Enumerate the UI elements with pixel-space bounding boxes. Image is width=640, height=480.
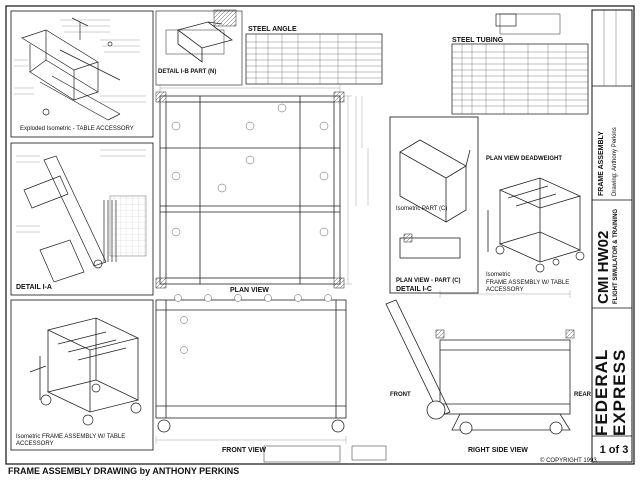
plan-view-drawing [155,84,369,289]
panel-detail-1a [10,142,154,296]
panel-detail-1c [389,116,479,294]
right-side-view-label: RIGHT SIDE VIEW [468,447,528,454]
drawing-caption: FRAME ASSEMBLY DRAWING by ANTHONY PERKIN… [8,466,240,476]
isometric-part-c-label: Isometric PART (C) [396,206,448,212]
front-view-label: FRONT VIEW [222,447,266,454]
steel-tubing-table [451,13,589,115]
isometric-frame-large [487,177,585,273]
front-label: FRONT [390,392,411,398]
plan-view-label: PLAN VIEW [230,287,269,294]
exploded-label: Exploded Isometric - TABLE ACCESSORY [20,126,134,132]
sheet-title: FRAME ASSEMBLY [598,131,605,196]
right-side-view-drawing [385,290,575,435]
sheet-number: 1 of 3 [599,444,629,456]
detail-1b-part [155,9,243,86]
title-block [591,9,633,463]
logo-bottom-text: EXPRESS [610,348,629,436]
detail-1b-label: DETAIL I-B PART (N) [158,69,217,75]
detail-1a-label: DETAIL I-A [16,284,52,291]
drawing-subtitle: FLIGHT SIMULATOR & TRAINING [613,208,619,304]
sheet-border [5,5,635,465]
front-view-drawing [155,294,347,444]
notes-boxes [165,13,561,463]
drawn-by: Drawing: Anthony Perkins [612,127,618,196]
plan-view-part-c-label: PLAN VIEW - PART (C) [396,278,461,284]
steel-tubing-title: STEEL TUBING [452,37,504,44]
isometric-frame-small-label: Isometric FRAME ASSEMBLY W/ TABLE ACCESS… [16,434,126,447]
plan-view-deadweight-label: PLAN VIEW DEADWEIGHT [486,156,562,162]
rear-label: REAR [574,392,592,398]
logo-top-text: FEDERAL [592,348,611,436]
panel-exploded-isometric [10,10,154,138]
isometric-frame-large-label-2: FRAME ASSEMBLY W/ TABLE ACCESSORY [486,280,570,293]
copyright-label: © COPYRIGHT 1993 [540,458,597,464]
drawing-number: CMI HW02 [595,230,612,304]
detail-1c-label: DETAIL I-C [396,286,432,293]
steel-angle-title: STEEL ANGLE [248,26,297,33]
federal-express-logo: FEDERAL EXPRESS [592,316,631,436]
steel-angle-table [245,33,383,85]
isometric-frame-large-label-1: Isometric [486,272,511,278]
panel-isometric-frame-small [10,299,154,451]
